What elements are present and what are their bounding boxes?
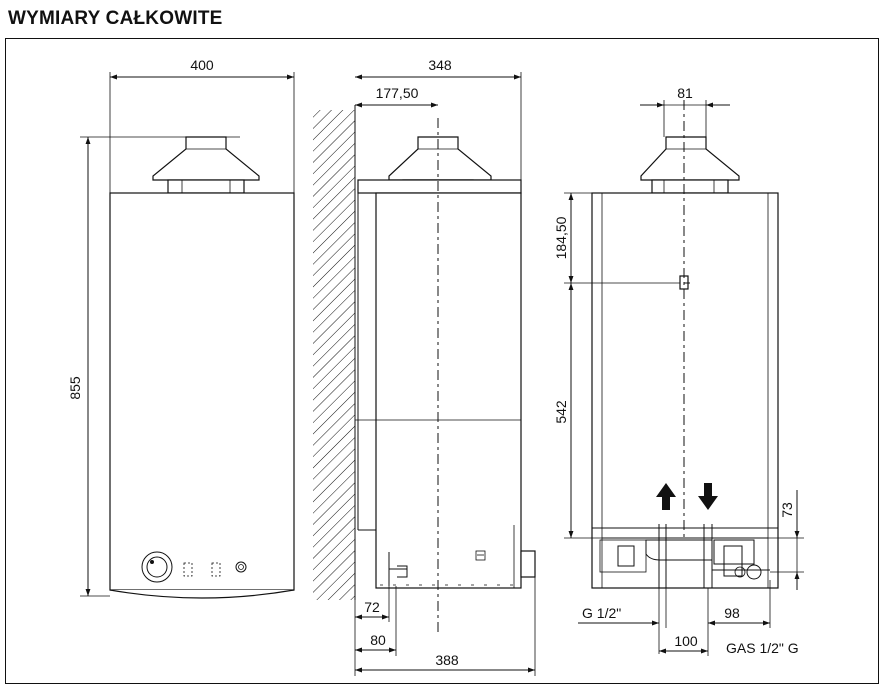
side-flue-hood (388, 136, 492, 181)
gas-inlet-arrow-icon (698, 483, 718, 510)
control-knob-icon (141, 551, 173, 583)
water-inlet-arrow-icon (656, 483, 676, 510)
front-flue-base (167, 179, 245, 194)
dim-gas-98: 98 (724, 605, 740, 621)
button-icon (235, 561, 247, 573)
dim-top-184-50: 184,50 (553, 216, 569, 259)
wall-hatch (313, 110, 355, 600)
dim-spacing-100: 100 (674, 633, 698, 649)
dim-flue-81: 81 (677, 85, 693, 101)
page-title: WYMIARY CAŁKOWITE (8, 8, 223, 29)
front-flue-hood (152, 136, 260, 181)
rear-view: 81 184,50 542 73 G 1/2" 98 100 GAS 1/2" … (553, 85, 804, 656)
gas-connection-label: GAS 1/2" G (726, 640, 799, 656)
dim-flue-offset: 177,50 (376, 85, 419, 101)
dim-bracket-542: 542 (553, 400, 569, 424)
dim-height-73: 73 (779, 502, 795, 518)
water-connection-label: G 1/2" (582, 605, 621, 621)
front-casing (109, 192, 295, 591)
side-casing (375, 192, 522, 589)
dim-depth-388: 388 (435, 652, 459, 668)
dim-offset-80: 80 (370, 632, 386, 648)
rear-casing (591, 192, 779, 589)
indicator-icon (183, 562, 193, 577)
drawing-frame (5, 38, 879, 684)
front-bottom-cover (109, 589, 295, 599)
front-view: 400 855 (67, 57, 295, 599)
side-view: 348 177,50 72 80 388 (313, 57, 536, 676)
side-gas-connector (520, 550, 536, 578)
dim-offset-72: 72 (364, 599, 380, 615)
dim-depth-348: 348 (428, 57, 452, 73)
dim-width-400: 400 (190, 57, 214, 73)
rear-flue-hood (640, 136, 740, 181)
gas-valve-assembly (596, 524, 774, 589)
dim-height-855: 855 (67, 376, 83, 400)
